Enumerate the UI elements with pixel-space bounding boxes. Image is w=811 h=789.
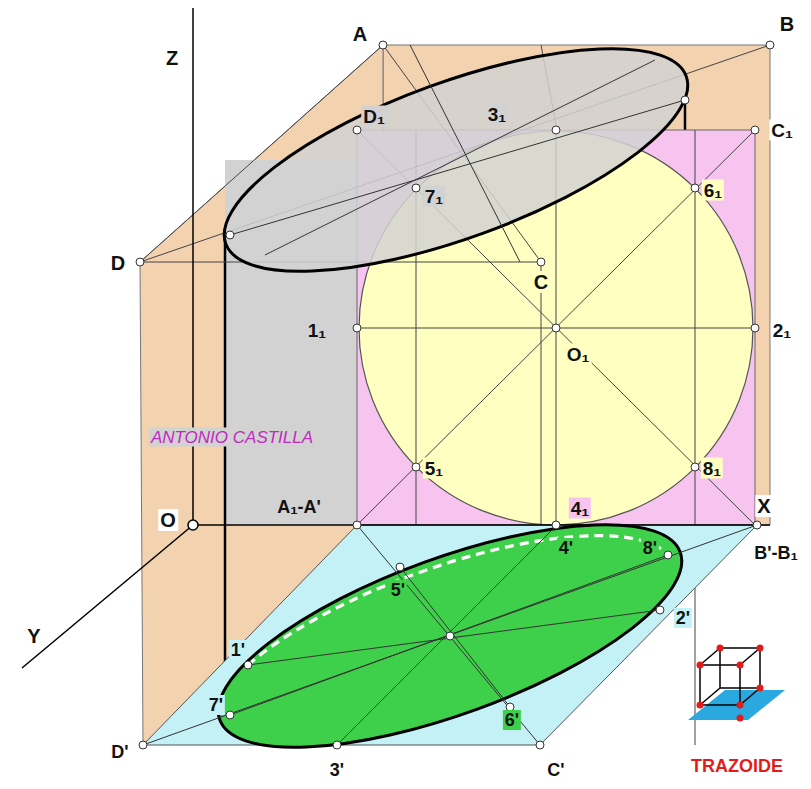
point-label: B'-B₁ [752, 543, 800, 563]
point-label: O [158, 509, 178, 531]
point-label: 1' [229, 640, 247, 660]
point-label: C' [545, 760, 566, 780]
point-label: 2₁ [771, 320, 793, 341]
point-label: 6₁ [702, 180, 724, 201]
point-label: C₁ [769, 120, 795, 141]
point-label: 1₁ [306, 320, 328, 341]
point-label: 7₁ [423, 186, 445, 207]
point-label: 8' [641, 538, 659, 558]
point-label: 8₁ [701, 458, 723, 479]
point-label: 6' [503, 710, 521, 730]
point-label: X [755, 495, 772, 517]
point-label: O₁ [565, 344, 592, 365]
point-label: TRAZOIDE [689, 756, 785, 776]
point-label: 5' [389, 580, 407, 600]
point-label: 3₁ [486, 104, 508, 125]
point-label: ANTONIO CASTILLA [149, 428, 315, 447]
point-label: A₁-A' [275, 497, 323, 517]
point-label: 7' [207, 695, 225, 715]
point-label: 4' [557, 538, 575, 558]
point-label: A [351, 23, 369, 45]
point-label: 5₁ [423, 458, 445, 479]
point-label: Z [164, 47, 180, 69]
point-label: C [532, 271, 550, 293]
point-label: 4₁ [569, 498, 591, 519]
point-label: B [778, 13, 796, 35]
logo [688, 645, 785, 722]
point-label: Y [25, 625, 42, 647]
point-label: D₁ [361, 106, 387, 127]
point-label: D [109, 252, 127, 274]
point-label: 2' [674, 608, 692, 628]
point-label: 3' [328, 760, 346, 780]
point-label: D' [109, 742, 130, 762]
